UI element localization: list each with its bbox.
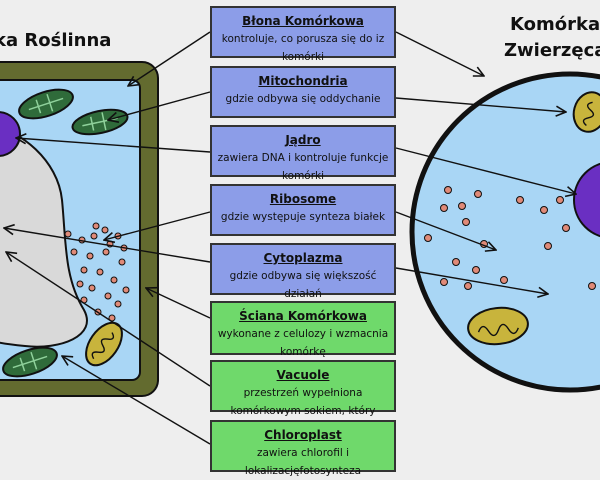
chloroplast-bottom [2, 346, 58, 378]
label-desc-cytoplasm: gdzie odbywa się większość działań [229, 270, 377, 300]
label-desc-nucleus: zawiera DNA i kontroluje funkcje komórki [217, 152, 389, 182]
animal-cell-title-line2: Zwierzęca [504, 40, 600, 61]
label-box-chloroplast: Chloroplast zawiera chlorofil i lokaliza… [210, 420, 396, 477]
label-title-nucleus: Jądro [285, 133, 321, 147]
label-desc-cell-wall: wykonane z celulozy i wzmacnia komórkę [217, 328, 389, 358]
label-title-vacuole: Vacuole [276, 368, 330, 382]
label-title-chloroplast: Chloroplast [264, 428, 342, 442]
label-box-nucleus: Jądro zawiera DNA i kontroluje funkcje k… [210, 125, 396, 182]
chloroplast-top [18, 88, 74, 120]
animal-mitochondrion-bottom [467, 306, 529, 346]
label-desc-chloroplast: zawiera chlorofil i lokalizacjęfotosynte… [244, 447, 362, 477]
label-box-mitochondria: Mitochondria gdzie odbywa się oddychanie [210, 66, 396, 118]
label-title-cell-wall: Ściana Komórkowa [239, 309, 367, 323]
label-title-ribosome: Ribosome [269, 192, 337, 206]
animal-mitochondrion-top [572, 91, 600, 133]
plant-vacuole [0, 126, 88, 348]
animal-membrane [409, 71, 600, 393]
label-desc-cell-membrane: kontroluje, co porusza się do iz komórki [221, 33, 385, 63]
label-title-mitochondria: Mitochondria [258, 74, 348, 88]
label-title-cell-membrane: Błona Komórkowa [242, 14, 364, 28]
label-box-ribosome: Ribosome gdzie występuje synteza białek [210, 184, 396, 236]
animal-nucleus [573, 162, 600, 238]
label-box-vacuole: Vacuole przestrzeń wypełniona komórkowym… [210, 360, 396, 435]
plant-cell-title: ka Roślinna [0, 30, 112, 51]
label-desc-ribosome: gdzie występuje synteza białek [220, 211, 386, 223]
label-title-cytoplasm: Cytoplazma [263, 251, 343, 265]
plant-ribosomes [64, 222, 130, 322]
animal-cell-title-line1: Komórka [510, 14, 600, 35]
label-box-cell-membrane: Błona Komórkowa kontroluje, co porusza s… [210, 6, 396, 63]
animal-cell [409, 71, 600, 393]
animal-ribosomes [424, 186, 596, 290]
label-box-cell-wall: Ściana Komórkowa wykonane z celulozy i w… [210, 301, 396, 358]
plant-mitochondrion [85, 321, 123, 367]
label-box-cytoplasm: Cytoplazma gdzie odbywa się większość dz… [210, 243, 396, 300]
leader-arrows [4, 31, 576, 445]
label-desc-mitochondria: gdzie odbywa się oddychanie [225, 93, 381, 105]
